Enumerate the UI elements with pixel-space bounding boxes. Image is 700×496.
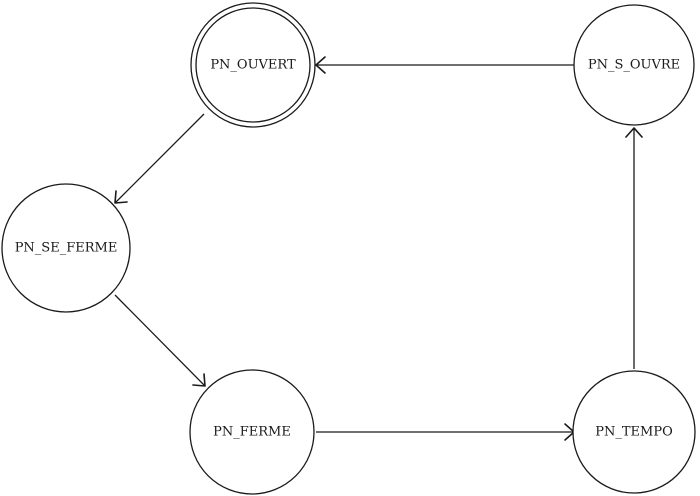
transition-tempo-to-s-ouvre <box>625 127 643 369</box>
transition-ferme-to-tempo <box>316 423 575 441</box>
transition-ouvert-to-se-ferme <box>114 113 205 204</box>
state-pn-tempo: PN_TEMPO <box>572 370 696 494</box>
state-label-pn-ferme: PN_FERME <box>213 425 291 440</box>
transition-se-ferme-to-ferme <box>114 294 206 387</box>
state-label-pn-tempo: PN_TEMPO <box>595 425 673 440</box>
state-label-pn-se-ferme: PN_SE_FERME <box>15 241 118 256</box>
state-pn-ouvert: PN_OUVERT <box>190 2 316 128</box>
state-label-pn-s-ouvre: PN_S_OUVRE <box>588 58 680 73</box>
state-label-pn-ouvert: PN_OUVERT <box>210 58 296 73</box>
state-pn-s-ouvre: PN_S_OUVRE <box>573 4 695 126</box>
state-pn-ferme: PN_FERME <box>189 369 315 495</box>
transition-s-ouvre-to-ouvert <box>315 56 574 74</box>
state-pn-se-ferme: PN_SE_FERME <box>1 183 131 313</box>
